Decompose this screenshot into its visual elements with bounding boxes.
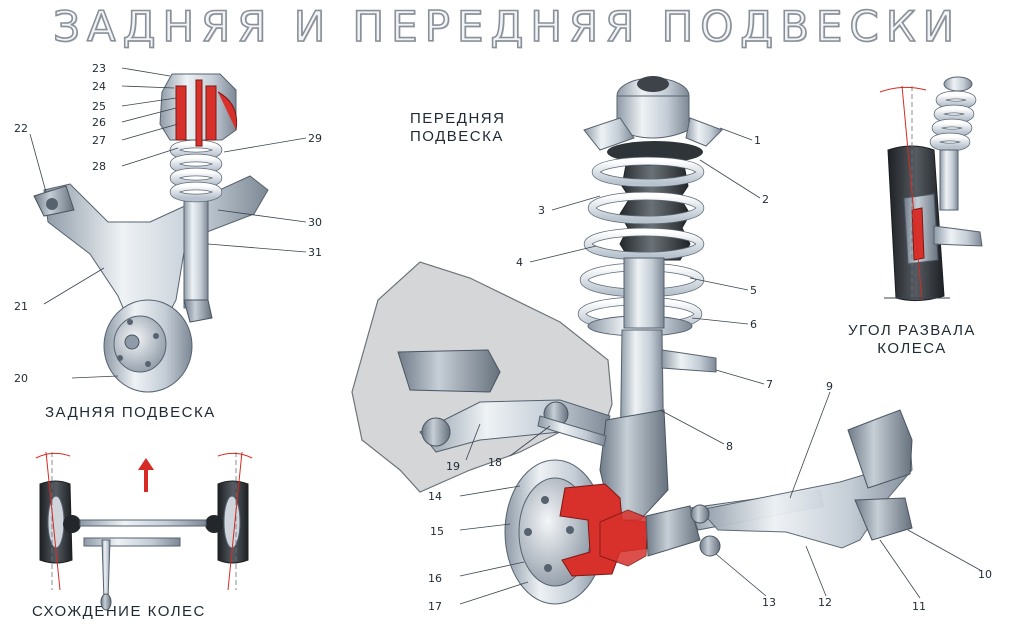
callout-30: 30 [308, 216, 322, 229]
rear-bump-section [217, 91, 238, 131]
bar-clamp [854, 497, 913, 541]
callout-8: 8 [726, 440, 733, 453]
callout-17: 17 [428, 600, 442, 613]
callout-5: 5 [750, 284, 757, 297]
wheel-bolt [544, 564, 552, 572]
bar-link-bushing [690, 504, 710, 524]
toe-caption: СХОЖДЕНИЕ КОЛЕС [32, 603, 206, 620]
front-suspension-caption: ПЕРЕДНЯЯ ПОДВЕСКА [410, 110, 506, 145]
wheel-bolt [524, 528, 532, 536]
rear-shock-body [183, 199, 209, 309]
camber-caption: УГОЛ РАЗВАЛА КОЛЕСА [848, 322, 976, 357]
mount-tab-left [583, 117, 635, 151]
callout-7: 7 [766, 378, 773, 391]
callout-3: 3 [538, 204, 545, 217]
callout-23: 23 [92, 62, 106, 75]
rear-suspension-caption: ЗАДНЯЯ ПОДВЕСКА [45, 404, 216, 421]
toe-steering-rack [83, 537, 181, 547]
callout-25: 25 [92, 100, 106, 113]
callout-12: 12 [818, 596, 832, 609]
tie-rod [537, 415, 607, 447]
body-bracket [847, 409, 913, 489]
rear-hub [113, 315, 167, 373]
callout-1: 1 [754, 134, 761, 147]
subframe-mount [397, 349, 501, 393]
callout-27: 27 [92, 134, 106, 147]
callout-13: 13 [762, 596, 776, 609]
toe-right-arc [217, 452, 253, 459]
wheel-bolt [117, 355, 123, 361]
rear-callouts: 20 21 22 23 24 25 26 27 28 29 30 31 [14, 62, 322, 385]
toe-right-angle-line [227, 451, 243, 591]
wheel-bolt [145, 361, 151, 367]
callout-29: 29 [308, 132, 322, 145]
beam-pivot [46, 198, 58, 210]
camber-diagram [879, 76, 983, 302]
direction-arrow-icon [138, 458, 154, 492]
toe-left-rim [47, 495, 65, 549]
wheel-bolt [153, 333, 159, 339]
toe-steering-shaft [101, 539, 111, 601]
toe-shaft-end [100, 593, 112, 611]
toe-left-angle-line [45, 451, 61, 591]
camber-spring [929, 90, 977, 152]
callout-24: 24 [92, 80, 106, 93]
toe-diagram [35, 451, 253, 611]
front-suspension: 1 2 3 4 5 6 7 8 9 10 11 12 13 14 15 16 1… [351, 76, 992, 613]
camber-arm [933, 225, 983, 247]
front-callouts: 1 2 3 4 5 6 7 8 9 10 11 12 13 14 15 16 1… [428, 127, 992, 613]
toe-right-hub [205, 515, 223, 533]
wheel-bolt [541, 496, 549, 504]
toe-right-rim [223, 495, 241, 549]
rear-mount-section [175, 79, 217, 147]
toe-tie-rod [79, 519, 207, 527]
callout-26: 26 [92, 116, 106, 129]
drive-shaft-boot [645, 505, 701, 557]
callout-28: 28 [92, 160, 106, 173]
callout-14: 14 [428, 490, 442, 503]
callout-21: 21 [14, 300, 28, 313]
callout-6: 6 [750, 318, 757, 331]
rear-suspension: 20 21 22 23 24 25 26 27 28 29 30 31 [14, 62, 322, 393]
rear-coil-spring [169, 139, 223, 203]
callout-22: 22 [14, 122, 28, 135]
callout-31: 31 [308, 246, 322, 259]
callout-2: 2 [762, 193, 769, 206]
piston-rod-shroud [623, 257, 665, 329]
shock-eye [183, 299, 213, 323]
mount-bearing [637, 76, 669, 92]
callout-9: 9 [826, 380, 833, 393]
stabilizer-bracket [661, 349, 717, 373]
mount-tab-right [685, 117, 723, 147]
poster-title: ЗАДНЯЯ И ПЕРЕДНЯЯ ПОДВЕСКИ [52, 1, 961, 52]
callout-15: 15 [430, 525, 444, 538]
callout-16: 16 [428, 572, 442, 585]
camber-strut [939, 149, 959, 211]
toe-left-hub [63, 515, 81, 533]
cv-joint-section [599, 509, 649, 567]
camber-angle-arc [879, 86, 927, 93]
camber-top-mount [943, 76, 973, 92]
camber-angle-line [901, 85, 923, 301]
callout-19: 19 [446, 460, 460, 473]
toe-left-arc [35, 452, 71, 459]
callout-20: 20 [14, 372, 28, 385]
callout-11: 11 [912, 600, 926, 613]
callout-10: 10 [978, 568, 992, 581]
callout-4: 4 [516, 256, 523, 269]
hub-cap [124, 334, 140, 350]
bar-link-bushing [699, 535, 721, 557]
arm-bushing [421, 417, 451, 447]
wheel-bolt [127, 319, 133, 325]
wheel-bolt [566, 526, 574, 534]
callout-18: 18 [488, 456, 502, 469]
